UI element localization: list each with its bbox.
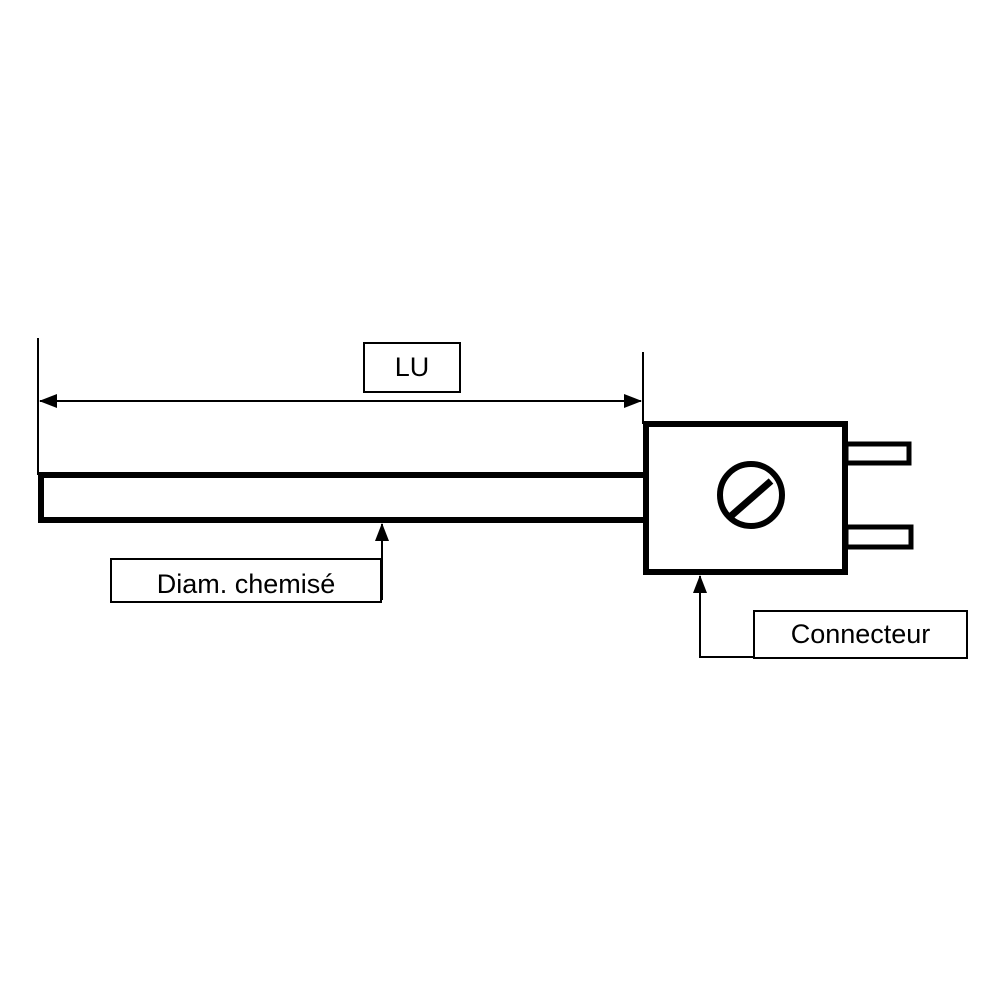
length-label: LU xyxy=(363,342,461,393)
sheath-tube xyxy=(38,472,650,523)
connector-pin-top xyxy=(843,441,912,466)
connector-pin-bottom xyxy=(843,524,914,550)
sheath-diameter-label: Diam. chemisé xyxy=(110,558,382,603)
connector-label: Connecteur xyxy=(753,610,968,659)
connector-box xyxy=(643,421,848,575)
screw-icon xyxy=(717,461,785,529)
